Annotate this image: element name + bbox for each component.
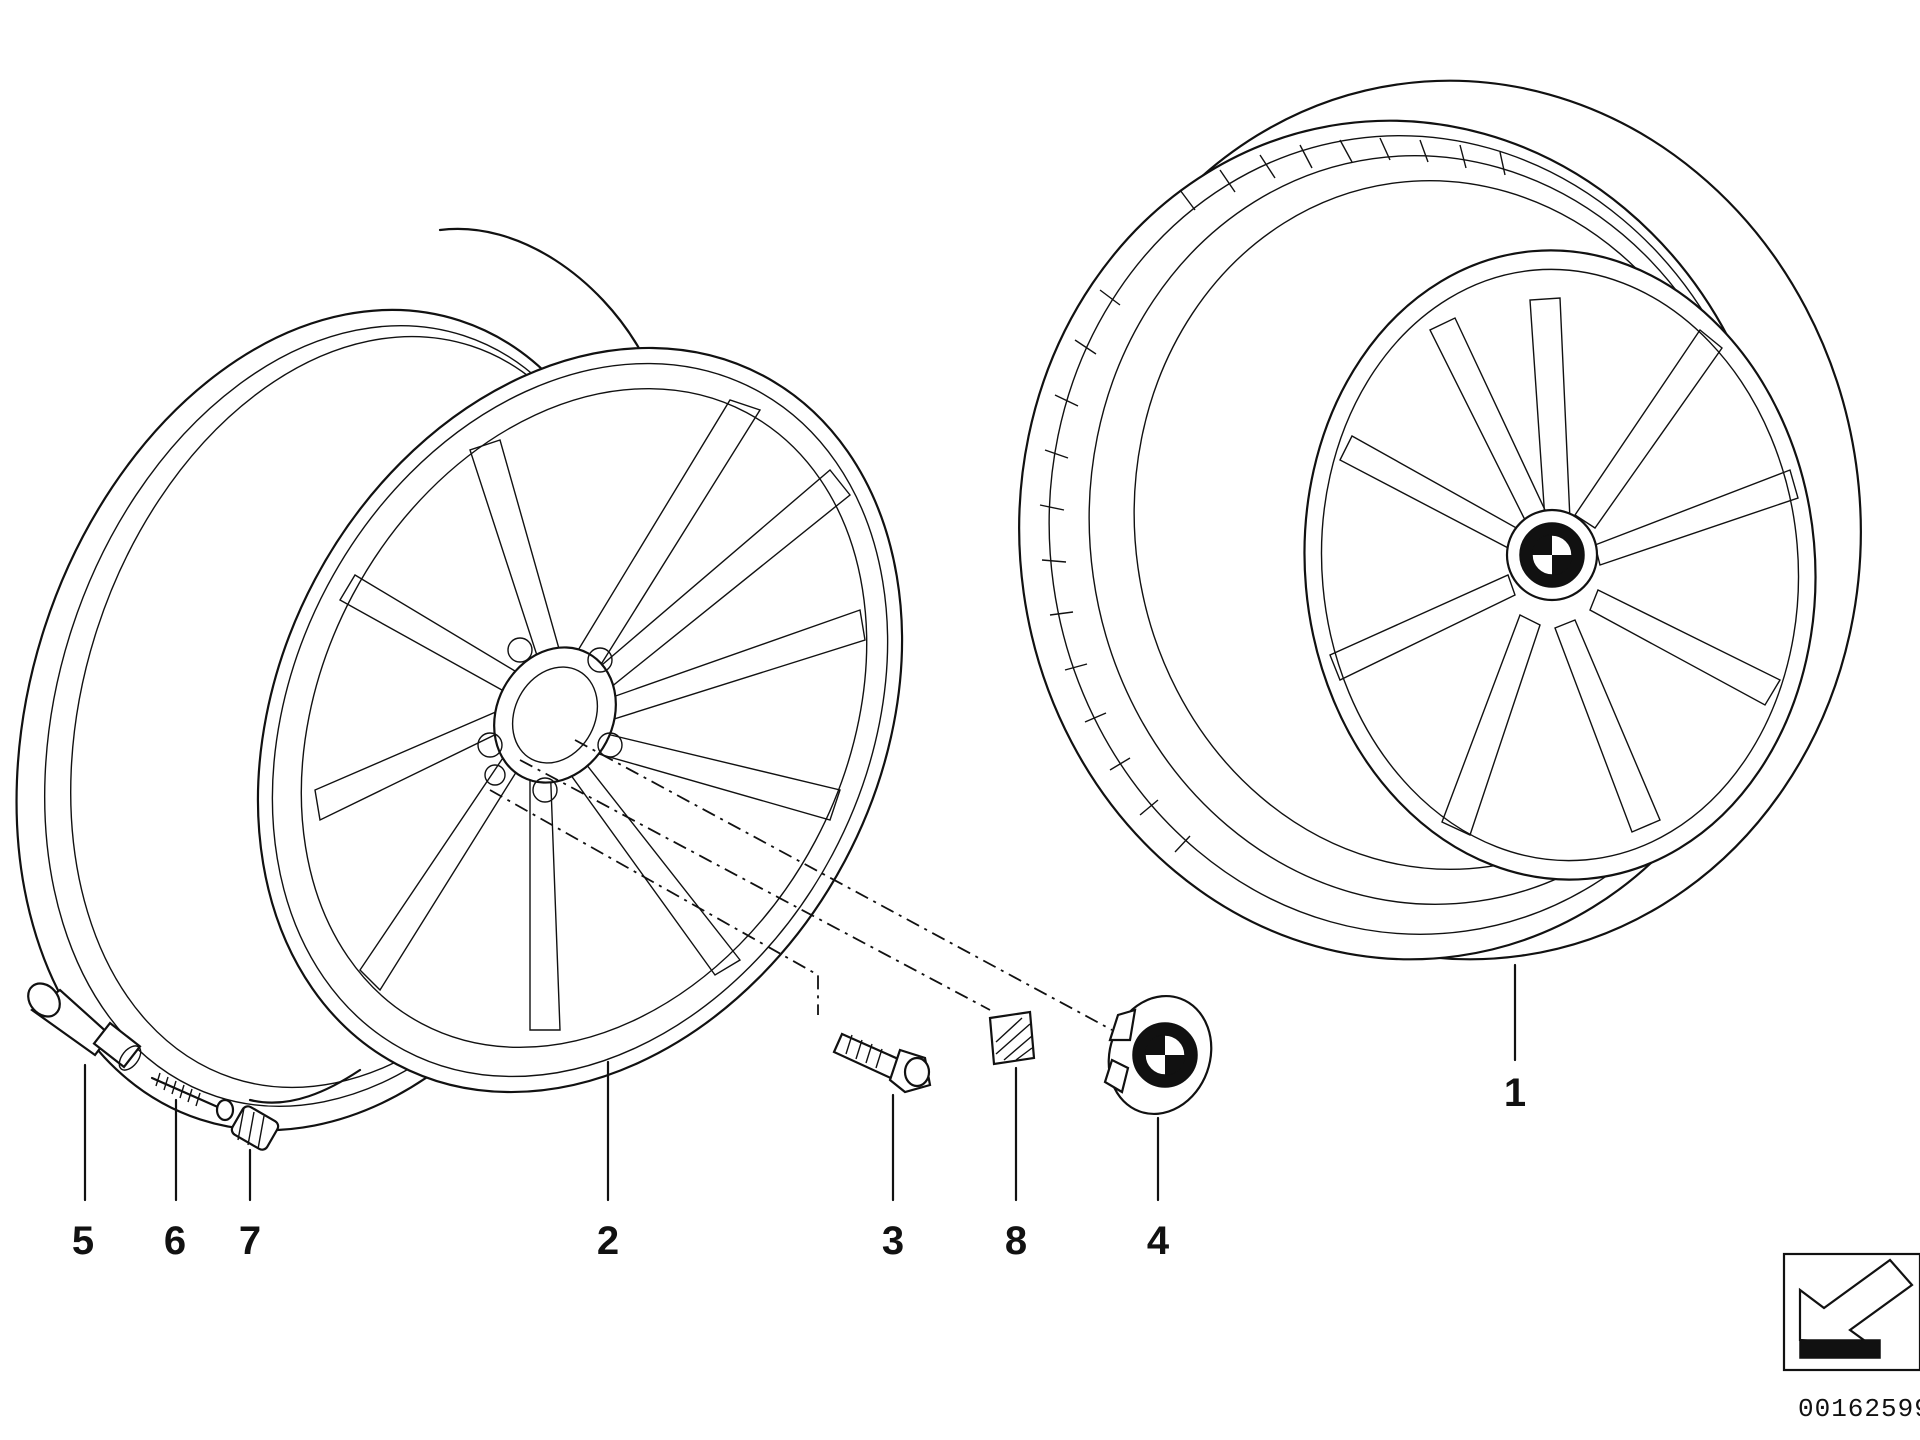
assembly-lines xyxy=(489,739,1113,1031)
callout-8: 8 xyxy=(1005,1219,1027,1263)
callout-6: 6 xyxy=(164,1219,186,1263)
hub-cap-part xyxy=(1103,994,1213,1116)
callout-5: 5 xyxy=(72,1219,94,1263)
callout-7: 7 xyxy=(239,1219,261,1263)
alloy-rim-drawing xyxy=(15,227,904,1132)
orientation-arrow-icon xyxy=(1782,1252,1920,1372)
complete-wheel-drawing xyxy=(1018,79,1862,961)
valve-cap-part xyxy=(230,1105,280,1151)
valve-body-part xyxy=(27,982,142,1071)
leader-lines xyxy=(83,963,1517,1202)
wheel-bolt-part xyxy=(832,1032,932,1094)
document-number: 00162599 xyxy=(1798,1394,1920,1424)
callout-1: 1 xyxy=(1504,1071,1526,1115)
valve-core-part xyxy=(150,1072,235,1122)
callout-2: 2 xyxy=(597,1219,619,1263)
callout-3: 3 xyxy=(882,1219,904,1263)
callout-4: 4 xyxy=(1147,1219,1170,1263)
balance-weight-part xyxy=(988,1010,1036,1066)
